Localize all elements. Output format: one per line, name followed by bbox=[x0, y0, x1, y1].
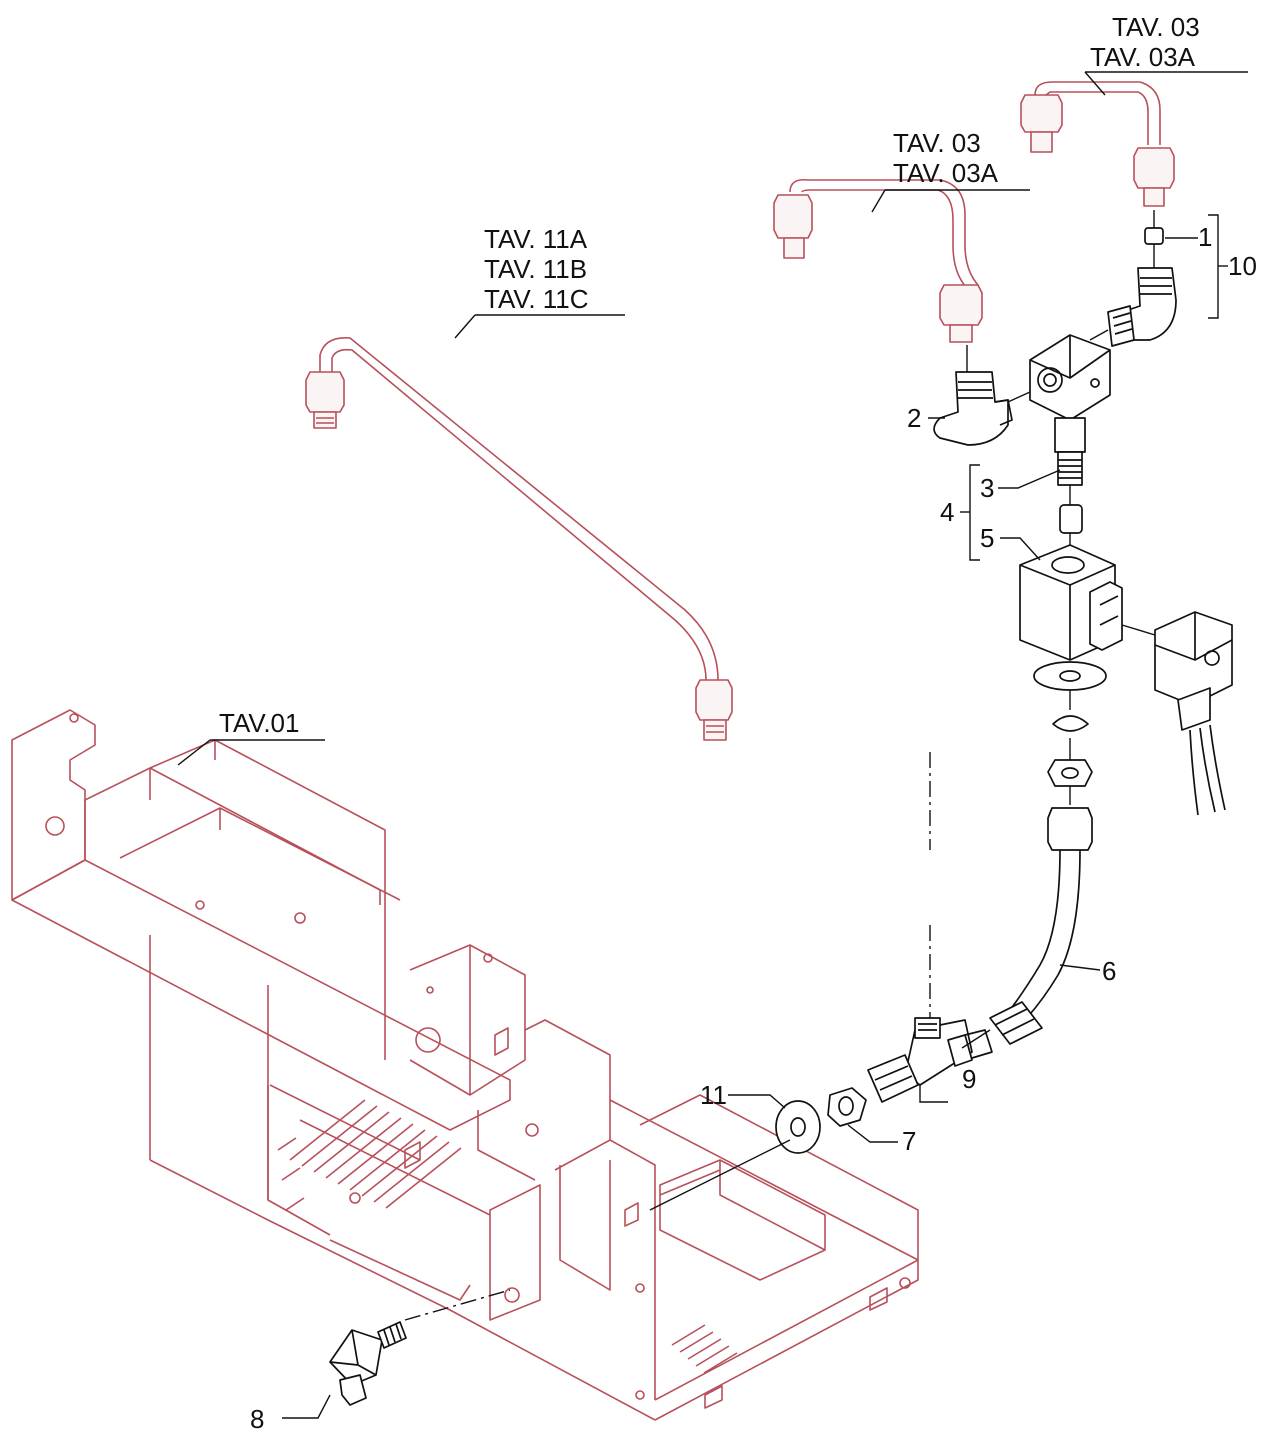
plunger bbox=[1059, 504, 1083, 534]
reference-labels: TAV. 03 TAV. 03A TAV. 03 TAV. 03A TAV. 1… bbox=[219, 12, 1200, 738]
callout-4: 4 bbox=[940, 497, 954, 527]
callout-9: 9 bbox=[962, 1064, 976, 1094]
ref-right-pipe-1: TAV. 03 bbox=[1112, 12, 1200, 42]
part-3-tube bbox=[1054, 417, 1086, 453]
valve-assembly bbox=[282, 210, 1233, 1419]
callout-11: 11 bbox=[700, 1080, 727, 1110]
callout-3: 3 bbox=[980, 473, 994, 503]
callout-5: 5 bbox=[980, 523, 994, 553]
part-callouts: 1 10 2 3 4 5 6 9 11 7 8 bbox=[250, 222, 1257, 1434]
ref-mid-pipe-1: TAV. 03 bbox=[893, 128, 981, 158]
ref-long-pipe-1: TAV. 11A bbox=[484, 224, 588, 254]
callout-7: 7 bbox=[902, 1126, 916, 1156]
ref-long-pipe-2: TAV. 11B bbox=[484, 254, 587, 284]
o-ring bbox=[1052, 715, 1089, 732]
reference-leaders bbox=[177, 71, 1248, 766]
ref-frame: TAV.01 bbox=[219, 708, 299, 738]
part-7-nut bbox=[827, 1087, 867, 1127]
part-6-hose-nut bbox=[1047, 807, 1093, 851]
base-frame bbox=[11, 709, 919, 1421]
coil-connector bbox=[1154, 611, 1233, 706]
washer bbox=[1033, 661, 1107, 691]
callout-1: 1 bbox=[1198, 222, 1212, 252]
part-11-washer bbox=[775, 1100, 821, 1154]
middle-pipe bbox=[773, 178, 983, 343]
hex-nut bbox=[1047, 759, 1093, 787]
group-brackets bbox=[928, 214, 1228, 561]
upper-right-pipe bbox=[1020, 81, 1175, 207]
ref-right-pipe-2: TAV. 03A bbox=[1090, 42, 1196, 72]
callout-6: 6 bbox=[1102, 956, 1116, 986]
callout-2: 2 bbox=[907, 403, 921, 433]
callout-10: 10 bbox=[1228, 251, 1257, 281]
part-2-elbow bbox=[933, 371, 1009, 446]
callout-8: 8 bbox=[250, 1404, 264, 1434]
assembly-axis-lines bbox=[404, 752, 931, 1321]
long-water-pipe bbox=[305, 337, 733, 741]
ref-mid-pipe-2: TAV. 03A bbox=[893, 158, 999, 188]
ref-long-pipe-3: TAV. 11C bbox=[484, 284, 589, 314]
part-1-nipple bbox=[1144, 227, 1164, 245]
